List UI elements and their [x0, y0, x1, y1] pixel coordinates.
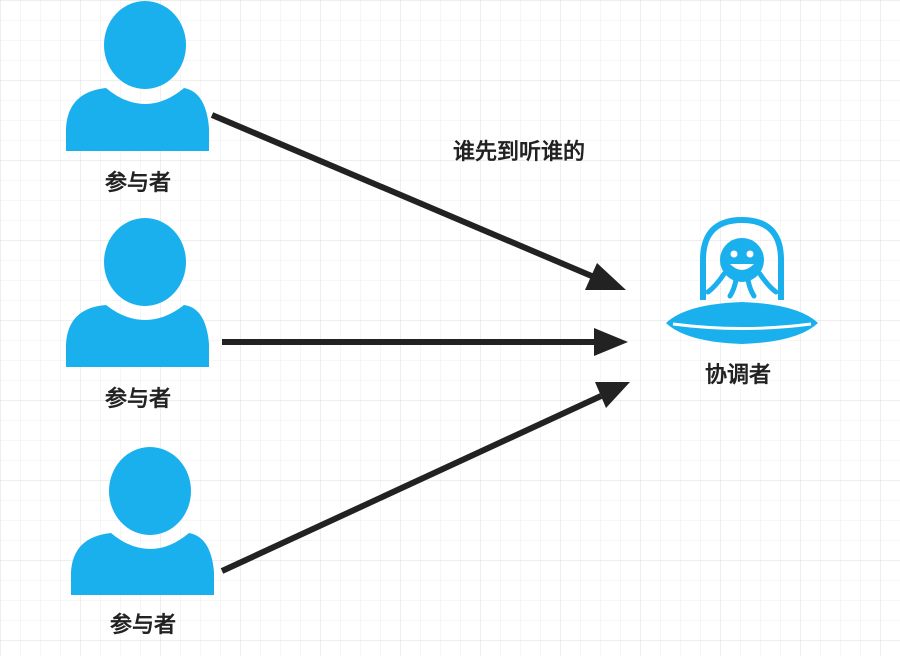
- participant-label-2: 参与者: [105, 386, 171, 412]
- coordinator-label: 协调者: [705, 363, 771, 388]
- arrow-participant-2-to-coordinator[interactable]: [222, 328, 628, 356]
- person-icon: [66, 1, 209, 151]
- arrow-participant-3-to-coordinator[interactable]: [220, 382, 630, 574]
- coordinator-node[interactable]: 协调者: [666, 216, 818, 388]
- participant-node-3[interactable]: 参与者: [71, 447, 214, 638]
- participant-label-1: 参与者: [105, 170, 171, 196]
- edge-label: 谁先到听谁的: [453, 139, 585, 165]
- person-icon: [66, 218, 209, 367]
- participant-label-3: 参与者: [110, 612, 176, 638]
- ufo-alien-icon: [666, 216, 818, 344]
- person-icon: [71, 447, 214, 595]
- participant-node-1[interactable]: 参与者: [66, 1, 209, 196]
- participant-node-2[interactable]: 参与者: [66, 218, 209, 412]
- arrow-participant-1-to-coordinator[interactable]: [210, 112, 626, 290]
